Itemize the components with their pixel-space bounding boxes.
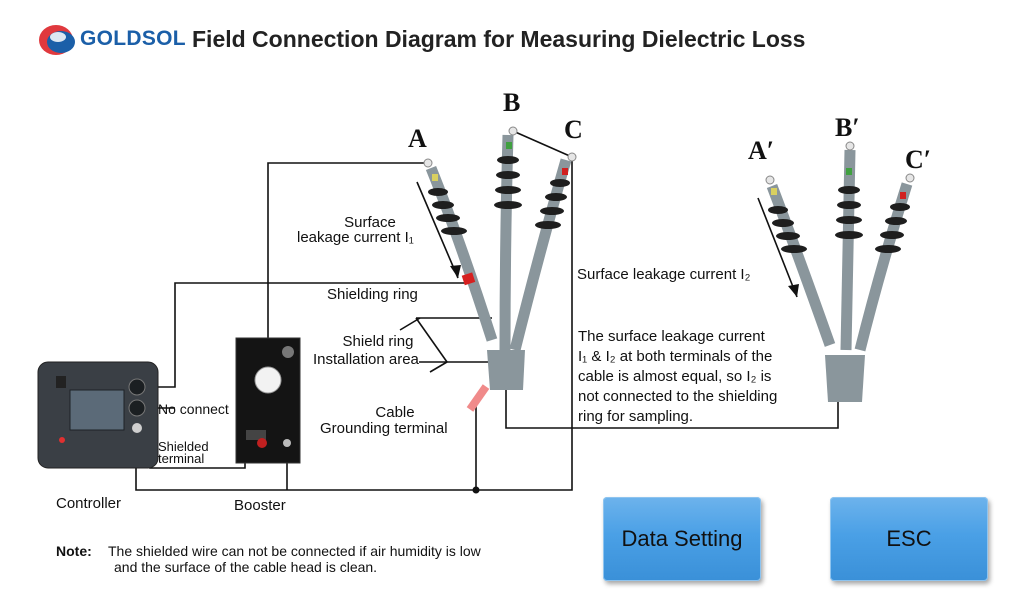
leakage-arrow-i2 [757, 197, 798, 298]
controller-device [37, 361, 159, 469]
booster-label: Booster [234, 497, 286, 514]
cable-link [505, 385, 839, 429]
shield-ring-area-label-2: Installation area [313, 351, 419, 368]
surface-leakage-label-2: leakage current I₁ [297, 229, 414, 246]
note-line-1: Note: The shielded wire can not be connec… [56, 543, 576, 559]
surface-leakage-label-1: Surface [344, 214, 396, 231]
phase-b-label: B [503, 88, 521, 117]
logo-icon [39, 25, 75, 55]
explanation-line-2: I₁ & I₂ at both terminals of the [578, 348, 773, 365]
note-text-1: The shielded wire can not be connected i… [108, 543, 481, 559]
shielded-terminal-label-1: Shielded [158, 439, 209, 454]
phase-c2-label: C′ [905, 145, 932, 174]
page-title: Field Connection Diagram for Measuring D… [192, 26, 806, 52]
note-text-2: and the surface of the cable head is cle… [114, 559, 378, 575]
leakage-arrow-i1 [416, 181, 459, 279]
explanation-line-1: The surface leakage current [578, 328, 765, 345]
explanation-line-4: not connected to the shielding [578, 388, 778, 405]
note-key: Note: [56, 543, 92, 559]
phase-c-label: C [564, 115, 583, 144]
booster-device [235, 337, 301, 464]
phase-a2-label: A′ [748, 136, 775, 165]
phase-b2-label: B′ [835, 113, 860, 142]
phase-a-label: A [408, 124, 427, 153]
bc-jumper [512, 130, 573, 158]
surface-leakage-i2-label: Surface leakage current I₂ [577, 266, 751, 283]
data-setting-button[interactable]: Data Setting [603, 497, 761, 581]
note-line-2: and the surface of the cable head is cle… [56, 559, 576, 575]
explanation-line-3: cable is almost equal, so I₂ is [578, 368, 772, 385]
logo-text: GOLDSOL [80, 27, 186, 50]
esc-button[interactable]: ESC [830, 497, 988, 581]
cable-termination-near [423, 126, 577, 412]
explanation-line-5: ring for sampling. [578, 408, 694, 425]
shielding-ring-label: Shielding ring [327, 286, 418, 303]
controller-label: Controller [56, 495, 122, 512]
no-connect-label: No connect [158, 401, 229, 417]
cable-grounding-label-2: Grounding terminal [320, 420, 448, 437]
cable-termination-far [765, 141, 915, 402]
shield-ring-area-label-1: Shield ring [342, 333, 414, 350]
brand-logo [38, 22, 168, 62]
hv-wire [267, 162, 428, 338]
note: Note: The shielded wire can not be connec… [56, 543, 576, 575]
shielded-terminal-label-2: terminal [158, 451, 205, 466]
cable-grounding-label-1: Cable [375, 404, 415, 421]
